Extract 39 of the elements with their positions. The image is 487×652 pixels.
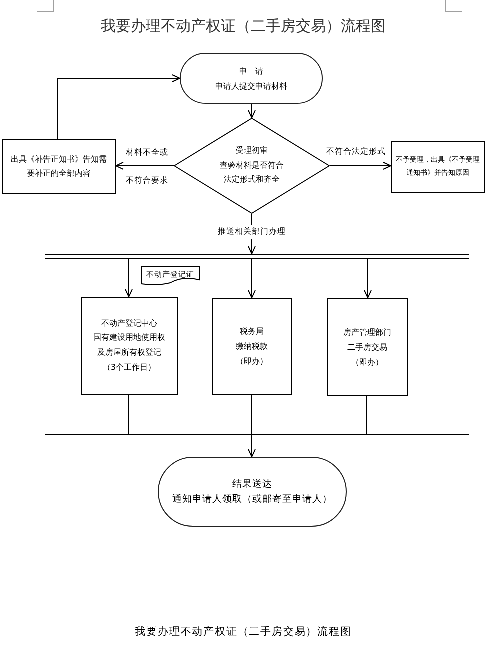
process-box (81, 297, 178, 395)
node-title: 申 请 (240, 66, 264, 78)
node-text: 出具《补告正知书》告知需要补正的全部内容 (10, 154, 108, 180)
process-box (212, 298, 292, 395)
arrow (248, 258, 256, 298)
node-text: （3个工作日） (102, 362, 156, 374)
arrow (248, 104, 256, 118)
node-title: 结果送达 (232, 478, 272, 492)
node-title: 不动产登记中心 (102, 318, 158, 330)
horizontal-line (45, 434, 469, 435)
edge-label: 材料不全或不符合要求 (124, 147, 170, 187)
node-text: 缴纳税款 (236, 341, 268, 353)
node-text: 二手房交易 (348, 342, 388, 354)
arrow (248, 434, 256, 458)
arrow (364, 258, 372, 298)
node-text: （即办） (352, 356, 384, 368)
node-text: （即办） (236, 356, 268, 368)
arrow (330, 162, 392, 170)
node-text: 查验材料是否符合法定形式和齐全 (219, 160, 285, 186)
node-text: 国有建设用地使用权及房屋所有权登记 (92, 332, 166, 359)
edge-label: 不符合法定形式 (325, 146, 387, 158)
connector-line (366, 396, 368, 434)
node-text: 通知申请人领取（或邮寄至申请人） (172, 493, 332, 507)
connector-line (128, 394, 130, 434)
double-line (45, 254, 469, 259)
node-title: 房产管理部门 (344, 326, 392, 338)
node-title: 税务局 (240, 326, 264, 338)
process-box (327, 298, 408, 396)
document-shape (141, 266, 200, 286)
node-text: 申请人提交申请材料 (216, 80, 288, 92)
process-box (391, 141, 485, 193)
terminal-box (180, 53, 323, 104)
process-box (2, 139, 116, 194)
title: 我要办理不动产权证（二手房交易）流程图 (100, 17, 387, 35)
node-title: 受理初审 (236, 145, 268, 158)
arrow (116, 162, 174, 170)
caption: 我要办理不动产权证（二手房交易）流程图 (134, 626, 353, 639)
arrow (58, 74, 180, 140)
arrow (125, 258, 133, 298)
